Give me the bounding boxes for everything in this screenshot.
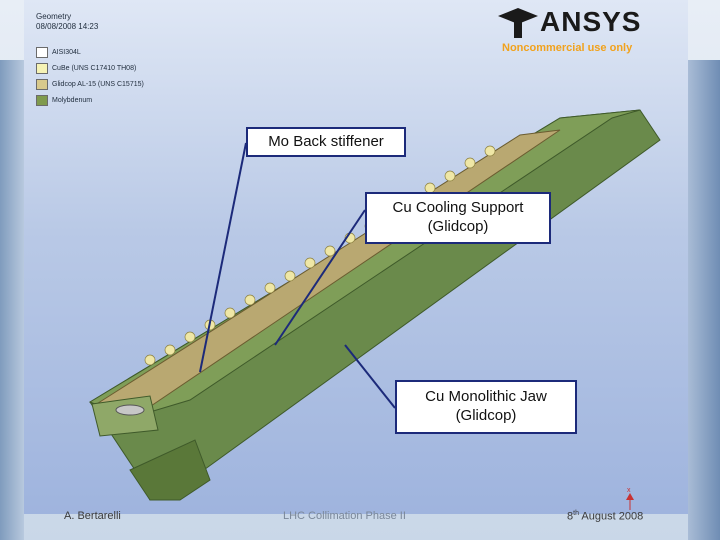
bolt-pattern	[144, 145, 496, 366]
jaw-end-block	[91, 395, 159, 437]
legend-item: Glidcop AL-15 (UNS C15715)	[36, 78, 144, 90]
logo-subtitle: Noncommercial use only	[502, 42, 633, 54]
left-decorative-band	[0, 60, 24, 540]
footer-date: 8th August 2008	[567, 510, 643, 523]
footer-event: LHC Collimation Phase II	[283, 510, 406, 522]
material-legend: AISI304L CuBe (UNS C17410 TH08) Glidcop …	[36, 46, 144, 110]
legend-label: AISI304L	[52, 48, 81, 56]
callout-text: Mo Back stiffener	[268, 133, 384, 150]
legend-item: CuBe (UNS C17410 TH08)	[36, 62, 144, 74]
footer-date-rest: August 2008	[578, 510, 644, 523]
legend-item: Molybdenum	[36, 94, 144, 106]
legend-item: AISI304L	[36, 46, 144, 58]
leader-mo-back	[199, 142, 247, 373]
callout-cu-cooling-support: Cu Cooling Support (Glidcop)	[365, 192, 551, 244]
legend-swatch	[36, 46, 48, 58]
legend-label: CuBe (UNS C17410 TH08)	[52, 64, 137, 72]
jaw-front-profile	[129, 439, 211, 501]
callout-line-2: (Glidcop)	[427, 218, 489, 235]
callout-line-1: Cu Cooling Support	[392, 199, 524, 216]
end-bore	[115, 404, 145, 416]
callout-line-2: (Glidcop)	[455, 407, 517, 424]
right-decorative-band	[688, 60, 720, 540]
legend-label: Molybdenum	[52, 96, 93, 104]
legend-swatch	[36, 78, 48, 90]
axis-x-label: x	[627, 487, 631, 494]
footer-author: A. Bertarelli	[64, 510, 121, 522]
legend-swatch	[36, 94, 48, 106]
legend-label: Glidcop AL-15 (UNS C15715)	[52, 80, 144, 88]
geometry-timestamp: 08/08/2008 14:23	[36, 22, 99, 31]
footer-date-day: 8	[567, 510, 574, 523]
ansys-logo: ANSYS Noncommercial use only	[496, 6, 676, 58]
logo-wordmark: ANSYS	[540, 6, 642, 37]
callout-mo-back-stiffener: Mo Back stiffener	[246, 127, 406, 157]
graduation-cap-icon	[498, 8, 538, 38]
leader-cu-jaw	[344, 344, 396, 409]
jaw-body	[89, 109, 661, 501]
callout-cu-monolithic-jaw: Cu Monolithic Jaw (Glidcop)	[395, 380, 577, 434]
leader-cu-support	[274, 209, 366, 346]
callout-line-1: Cu Monolithic Jaw	[425, 388, 547, 405]
legend-swatch	[36, 62, 48, 74]
axis-x-head	[626, 493, 634, 500]
geometry-header: Geometry 08/08/2008 14:23	[36, 12, 98, 32]
footer-date-suffix: th	[573, 510, 579, 517]
geometry-title: Geometry	[36, 12, 72, 21]
